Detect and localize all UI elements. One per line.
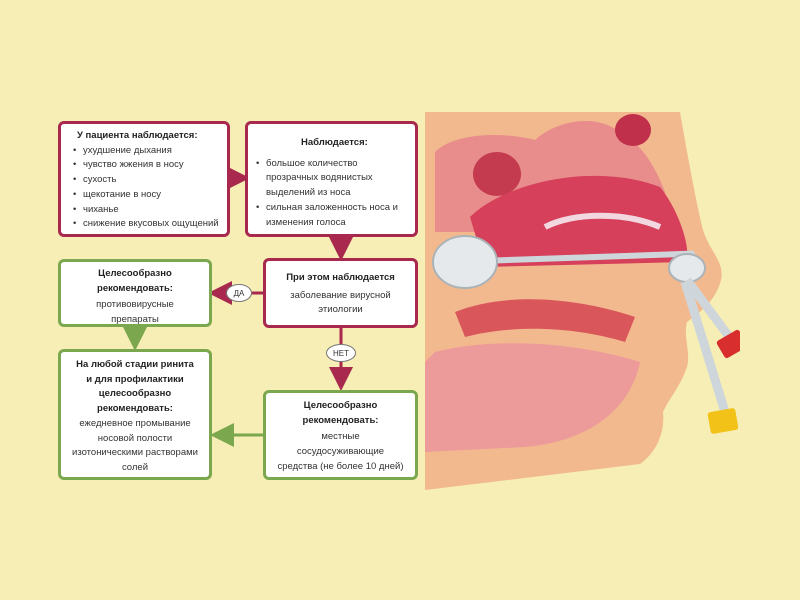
palate bbox=[455, 299, 635, 342]
turbinates bbox=[543, 212, 662, 230]
symptom-item: чиханье bbox=[73, 203, 219, 218]
question-line: этиологии bbox=[318, 304, 363, 316]
antiviral-title: рекомендовать: bbox=[97, 282, 173, 294]
prophylaxis-title: рекомендовать: bbox=[97, 403, 173, 415]
question-title: При этом наблюдается bbox=[286, 272, 395, 283]
prophylaxis-line: ежедневное промывание bbox=[79, 417, 191, 429]
prophylaxis-line: изотоническими растворами bbox=[72, 447, 198, 459]
prophylaxis-title: и для профилактики bbox=[86, 373, 184, 385]
antiviral-box: Целесообразно рекомендовать: противовиру… bbox=[58, 259, 212, 327]
antiviral-line: противовирусные bbox=[96, 299, 174, 311]
symptoms-title: У пациента наблюдается: bbox=[77, 130, 198, 141]
nasal-cavity bbox=[470, 175, 688, 267]
yellow-cap bbox=[707, 408, 739, 434]
observed-box: Наблюдается: большое количество прозрачн… bbox=[245, 121, 418, 237]
prophylaxis-title: целесообразно bbox=[98, 388, 172, 400]
prophylaxis-line: солей bbox=[121, 462, 149, 474]
tube-yellow bbox=[680, 280, 730, 414]
symptom-item: щекотание в носу bbox=[73, 188, 219, 203]
no-label: НЕТ bbox=[326, 344, 356, 362]
symptoms-box: У пациента наблюдается: ухудшение дыхани… bbox=[58, 121, 230, 237]
balloon-left bbox=[432, 235, 498, 289]
observed-item: сильная заложенность носа и изменения го… bbox=[256, 201, 407, 230]
symptom-item: ухудшение дыхания bbox=[73, 144, 219, 159]
tube-red bbox=[683, 277, 737, 345]
red-cap bbox=[716, 329, 740, 359]
nasal-cavity-illustration bbox=[425, 112, 740, 490]
balloon-right bbox=[668, 253, 706, 283]
catheter bbox=[495, 250, 695, 264]
question-line: заболевание вирусной bbox=[290, 289, 391, 301]
prophylaxis-title: На любой стадии ринита bbox=[76, 359, 194, 370]
observed-item: большое количество прозрачных водянистых… bbox=[256, 157, 407, 201]
vasoconstrictor-line: средства (не более 10 дней) bbox=[277, 460, 404, 472]
vasoconstrictor-title: Целесообразно bbox=[303, 400, 378, 411]
symptom-item: чувство жжения в носу bbox=[73, 158, 219, 173]
prophylaxis-box: На любой стадии ринита и для профилактик… bbox=[58, 349, 212, 480]
prophylaxis-line: носовой полости bbox=[97, 432, 173, 444]
observed-title: Наблюдается: bbox=[301, 137, 368, 148]
symptom-item: сухость bbox=[73, 173, 219, 188]
vasoconstrictor-line: сосудосуживающие bbox=[296, 446, 385, 458]
symptoms-list: ухудшение дыхания чувство жжения в носу … bbox=[73, 144, 219, 232]
yes-label: ДА bbox=[226, 284, 252, 302]
frontal-sinus bbox=[615, 114, 651, 146]
vasoconstrictor-line: местные bbox=[321, 431, 360, 443]
tongue bbox=[425, 343, 640, 452]
sphenoid-sinus bbox=[473, 152, 521, 196]
vasoconstrictor-title: рекомендовать: bbox=[302, 414, 379, 426]
antiviral-title: Целесообразно bbox=[98, 268, 172, 279]
antiviral-line: препараты bbox=[111, 314, 159, 326]
question-box: При этом наблюдается заболевание вирусно… bbox=[263, 258, 418, 328]
symptom-item: снижение вкусовых ощущений bbox=[73, 217, 219, 232]
observed-list: большое количество прозрачных водянистых… bbox=[256, 157, 407, 231]
vasoconstrictor-box: Целесообразно рекомендовать: местные сос… bbox=[263, 390, 418, 480]
